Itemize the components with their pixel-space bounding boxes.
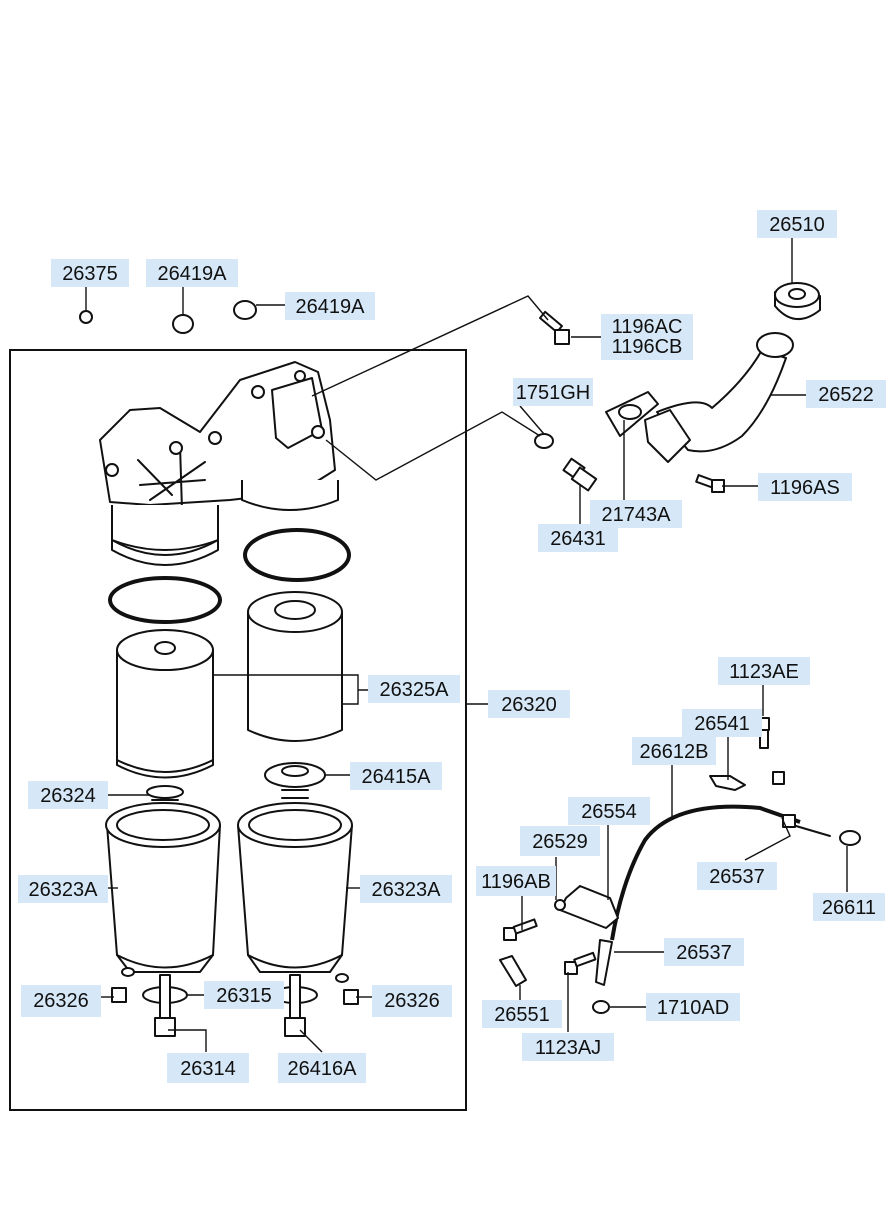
part-number: 26551 (494, 1004, 550, 1026)
leader-lines (85, 238, 848, 1053)
o-ring-right (243, 528, 351, 582)
clip-26551 (499, 955, 527, 987)
part-number: 26323A (372, 879, 442, 901)
part-number: 26419A (158, 263, 228, 285)
bracket-26529 (554, 885, 619, 929)
clip-26541 (709, 775, 746, 791)
part-label-26315: 26315 (204, 981, 284, 1009)
part-number: 26375 (62, 263, 118, 285)
part-label-26416a: 26416A (278, 1053, 366, 1083)
washer-1751gh (534, 433, 554, 449)
part-label-1196ac-1196cb: 1196AC 1196CB (601, 314, 693, 360)
part-number: 26326 (384, 990, 440, 1012)
part-number: 26554 (581, 801, 637, 823)
bolt-1123aj (564, 951, 597, 975)
o-ring-26419a-1 (172, 314, 194, 334)
part-label-26611: 26611 (813, 893, 885, 921)
part-number: 26324 (40, 785, 96, 807)
part-label-26325a: 26325A (368, 675, 460, 703)
drain-bolt-left (142, 974, 188, 1037)
part-label-21743a: 21743A (590, 500, 682, 528)
part-label-26326-left: 26326 (21, 985, 101, 1017)
filler-pipe (644, 332, 794, 463)
plugs (111, 967, 359, 1005)
part-number: 26416A (288, 1058, 358, 1080)
part-label-26324: 26324 (28, 781, 108, 809)
o-ring-26419a-2 (233, 300, 257, 320)
part-number: 21743A (602, 504, 672, 526)
part-label-26551: 26551 (482, 1000, 562, 1028)
part-label-26510: 26510 (757, 210, 837, 238)
bolt-1196ab (503, 918, 538, 941)
filter-bowl-right (237, 802, 353, 973)
part-label-1751gh: 1751GH (513, 378, 593, 406)
part-number: 26415A (362, 766, 432, 788)
filter-element-right (247, 591, 343, 742)
part-number: 1123AJ (535, 1037, 601, 1059)
gasket-21743a (605, 391, 659, 437)
part-label-26554: 26554 (568, 797, 650, 825)
bolt-1196as (695, 474, 725, 493)
filter-element-left (116, 629, 214, 779)
part-number: 26315 (216, 985, 272, 1007)
part-number: 1123AE (729, 661, 799, 683)
part-number: 26510 (769, 214, 825, 236)
part-number: 26326 (33, 990, 89, 1012)
part-label-26537-upper: 26537 (697, 862, 777, 890)
spring-seal-right (264, 762, 326, 815)
filter-assembly-frame (9, 349, 467, 1111)
part-label-26522: 26522 (806, 380, 886, 408)
part-number: 26314 (180, 1058, 236, 1080)
part-label-26323a-right: 26323A (360, 875, 452, 903)
part-label-26326-right: 26326 (372, 985, 452, 1017)
o-ring-1710ad (592, 1000, 610, 1014)
part-label-26529: 26529 (520, 826, 600, 856)
part-number: 26320 (501, 694, 557, 716)
part-number: 26537 (709, 866, 765, 888)
part-number: 1196AC (612, 316, 683, 338)
part-number: 26431 (550, 528, 606, 550)
part-label-1710ad: 1710AD (646, 993, 740, 1021)
part-number: 26325A (380, 679, 450, 701)
part-number: 26323A (29, 879, 99, 901)
part-label-26537-lower: 26537 (664, 938, 744, 966)
part-number: 1751GH (516, 382, 591, 404)
sensor-26431 (562, 457, 598, 492)
part-number: 26537 (676, 942, 732, 964)
part-number: 26611 (822, 897, 876, 919)
part-label-26375: 26375 (51, 259, 129, 287)
part-label-1123aj: 1123AJ (522, 1033, 614, 1061)
part-number: 26612B (640, 741, 709, 763)
part-label-26415a: 26415A (350, 762, 442, 790)
part-label-1123ae: 1123AE (718, 657, 810, 685)
part-number: 26541 (694, 713, 750, 735)
filler-cap (774, 282, 821, 320)
part-number: 26522 (818, 384, 874, 406)
part-number: 1710AD (657, 997, 729, 1019)
o-ring-26375 (79, 310, 93, 324)
filter-bowl-left (105, 802, 221, 973)
part-number: 26529 (532, 831, 588, 853)
part-label-26323a-left: 26323A (18, 875, 108, 903)
part-number: 26419A (296, 296, 366, 318)
part-label-26431: 26431 (538, 524, 618, 552)
part-label-26612b: 26612B (632, 737, 716, 765)
part-label-26314: 26314 (167, 1053, 249, 1083)
part-label-1196ab: 1196AB (476, 866, 556, 896)
part-label-26320: 26320 (488, 690, 570, 718)
part-label-26419a-2: 26419A (285, 292, 375, 320)
part-label-26541: 26541 (682, 709, 762, 737)
part-number: 1196AS (770, 477, 840, 499)
part-label-26419a-1: 26419A (146, 259, 238, 287)
o-ring-left (108, 576, 222, 624)
part-label-1196as: 1196AS (758, 473, 852, 501)
part-number: 1196AB (481, 871, 551, 893)
dipstick-guide (595, 804, 861, 986)
part-number: 1196CB (612, 336, 683, 358)
filter-housing-drawing (99, 361, 339, 566)
